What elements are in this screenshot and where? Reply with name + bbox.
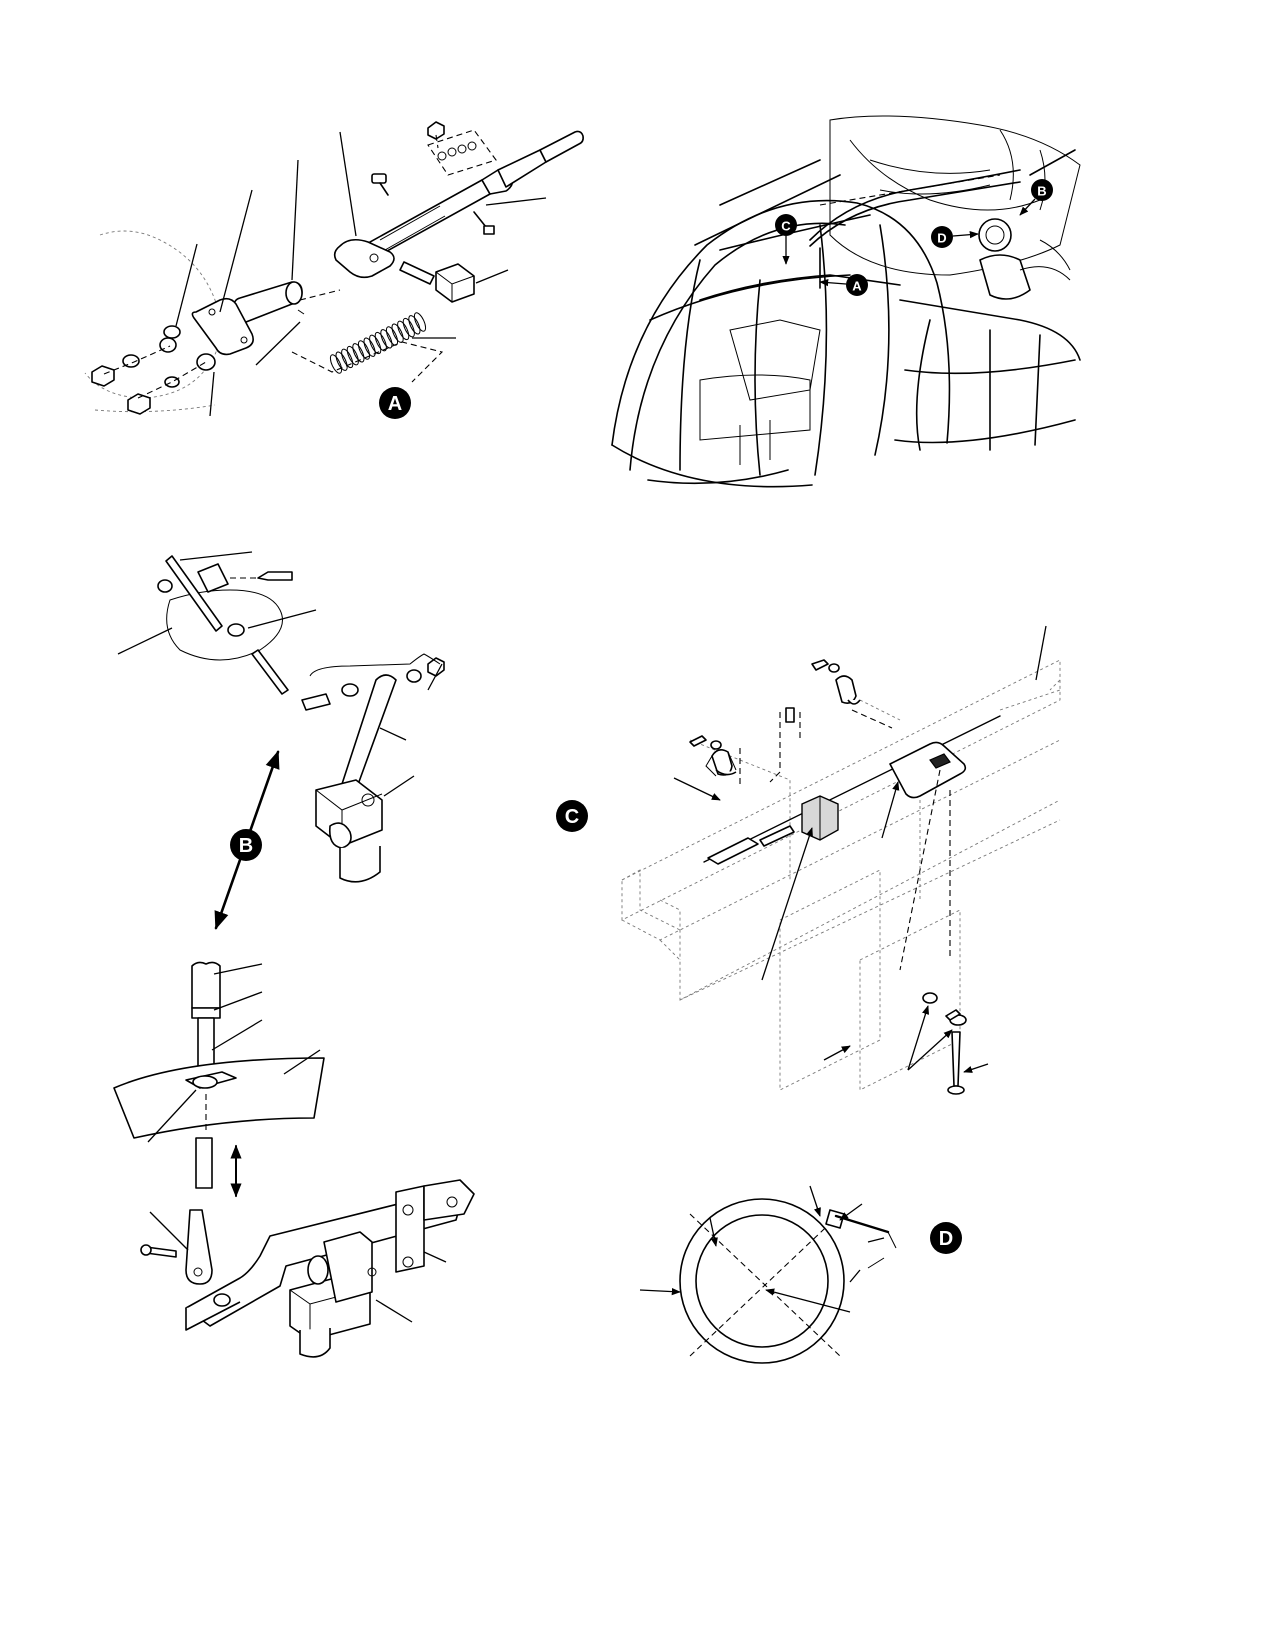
detail-a-exploded-view: A bbox=[84, 121, 584, 419]
cable-guide-block bbox=[801, 795, 839, 841]
detail-a-callout: A bbox=[379, 387, 411, 419]
nut-plate bbox=[427, 121, 497, 176]
overview-callout-d: D bbox=[931, 226, 979, 248]
clamp-left bbox=[689, 735, 737, 777]
aircraft-overview: C A B D bbox=[611, 115, 1081, 488]
spring-coil bbox=[341, 348, 354, 369]
detail-b-callout: B bbox=[230, 829, 262, 861]
detail-c-channel: C bbox=[556, 625, 1061, 1095]
floor-panel bbox=[113, 1057, 325, 1139]
detail-b-linkage: B bbox=[117, 551, 445, 930]
hardware-stack bbox=[91, 325, 216, 415]
detail-d-callout-label: D bbox=[939, 1228, 953, 1250]
bellcrank bbox=[315, 674, 397, 883]
leader-lines-lower bbox=[147, 963, 447, 1323]
spring-coil bbox=[374, 331, 387, 352]
lower-linkage-assembly bbox=[113, 961, 475, 1358]
spring-coil bbox=[413, 312, 427, 332]
spring-coil bbox=[397, 320, 410, 341]
overview-callout-c: C bbox=[775, 214, 797, 265]
mounting-flange bbox=[333, 238, 395, 279]
spring-coil bbox=[408, 315, 421, 335]
mount-bracket bbox=[157, 563, 293, 593]
detail-d-callout: D bbox=[930, 1222, 962, 1254]
control-tube bbox=[351, 130, 584, 267]
spring-coil bbox=[357, 340, 371, 360]
overview-callout-b-label: B bbox=[1037, 184, 1046, 199]
detail-a-callout-label: A bbox=[388, 393, 402, 415]
washers-and-bolt bbox=[922, 992, 967, 1095]
spring-coil bbox=[380, 329, 393, 349]
rod-clamp bbox=[185, 1071, 237, 1089]
spring-coil bbox=[346, 345, 359, 366]
rod-end-fitting bbox=[140, 1209, 213, 1285]
spring-coil bbox=[335, 351, 348, 371]
detail-b-callout-label: B bbox=[239, 835, 253, 857]
detail-d-ring: D bbox=[639, 1185, 962, 1364]
overview-callout-a-label: A bbox=[852, 279, 862, 294]
overview-callout-b: B bbox=[1019, 179, 1053, 216]
leader-lines-b bbox=[117, 551, 443, 797]
bellcrank-hardware bbox=[301, 657, 445, 711]
detail-c-callout-label: C bbox=[565, 806, 579, 828]
fairlead-upper bbox=[889, 741, 967, 799]
spring-coil bbox=[329, 354, 343, 374]
rod-end-block bbox=[399, 261, 475, 303]
spring-coil bbox=[402, 317, 415, 338]
screw bbox=[371, 173, 389, 196]
overview-callout-a: A bbox=[819, 274, 868, 296]
leader-lines-c bbox=[673, 625, 1047, 1073]
detail-c-callout: C bbox=[556, 800, 588, 832]
bolt bbox=[473, 211, 495, 235]
lever-plate bbox=[191, 297, 254, 356]
leader-lines-d bbox=[639, 1185, 885, 1313]
overview-callout-c-label: C bbox=[781, 219, 791, 234]
leader-lines-a bbox=[175, 131, 547, 417]
engine-area bbox=[829, 115, 1081, 300]
spring-coil bbox=[363, 337, 376, 357]
spring-coil bbox=[352, 343, 365, 363]
upper-rod bbox=[165, 555, 289, 695]
lower-actuator-block bbox=[289, 1231, 377, 1358]
overview-callout-d-label: D bbox=[937, 231, 946, 246]
spring bbox=[329, 312, 427, 374]
lower-bellcrank-frame bbox=[185, 1179, 475, 1331]
clamp-upper bbox=[811, 659, 861, 705]
lower-rod bbox=[195, 1137, 213, 1189]
vertical-control-rod bbox=[191, 961, 221, 1079]
bushing bbox=[232, 281, 303, 324]
cable-fitting bbox=[707, 825, 795, 865]
spring-coil bbox=[369, 334, 382, 355]
ring-slot bbox=[825, 1209, 890, 1234]
set-screw bbox=[785, 707, 795, 723]
